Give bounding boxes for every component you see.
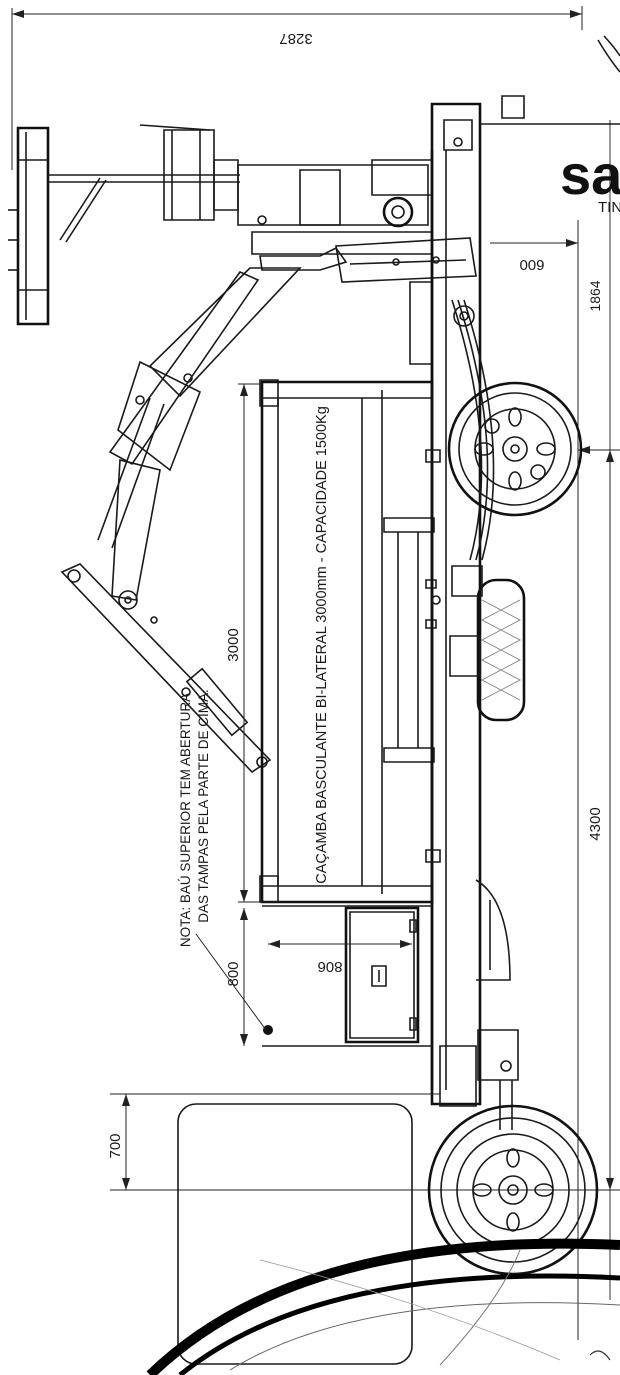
dimension-box-width: 806 bbox=[268, 940, 412, 975]
chassis bbox=[426, 150, 494, 1090]
dimension-mast-offset: 600 bbox=[490, 239, 578, 273]
front-frame: sa TIN bbox=[432, 36, 620, 1104]
brand-tagline: TIN bbox=[598, 199, 620, 216]
tool-box bbox=[262, 906, 432, 1046]
bed-caption: CAÇAMBA BASCULANTE BI-LATERAL 3000mm - C… bbox=[314, 406, 330, 884]
dimension-box-height: 800 bbox=[225, 908, 273, 1046]
dimension-wheelbase: 4300 bbox=[587, 450, 614, 1190]
turret bbox=[238, 160, 432, 254]
cargo-bed: CAÇAMBA BASCULANTE BI-LATERAL 3000mm - C… bbox=[260, 380, 434, 902]
note: NOTA: BAÚ SUPERIOR TEM ABERTURA DAS TAMP… bbox=[178, 689, 266, 1030]
dimension-bed-length-label: 3000 bbox=[225, 628, 242, 661]
dimension-front-section-label: 1864 bbox=[587, 280, 603, 311]
dimension-total-height-label: 3287 bbox=[279, 30, 312, 47]
dimension-box-height-label: 800 bbox=[225, 961, 242, 986]
dimension-wheelbase-label: 4300 bbox=[587, 807, 604, 840]
dimension-box-width-label: 806 bbox=[317, 958, 342, 975]
rear-cab bbox=[178, 880, 518, 1364]
boom-arms bbox=[62, 238, 476, 772]
front-wheel bbox=[449, 383, 581, 515]
rear-wheel bbox=[429, 1106, 597, 1274]
note-line2: DAS TAMPAS PELA PARTE DE CIMA. bbox=[196, 689, 211, 923]
dimension-total-height: 3287 bbox=[12, 6, 582, 170]
brand-logo: sa bbox=[560, 143, 620, 206]
dimension-rear-overhang-label: 700 bbox=[107, 1133, 124, 1158]
dimension-mast-offset-label: 600 bbox=[519, 256, 544, 273]
decorative-swoosh bbox=[150, 1244, 620, 1375]
spare-tire bbox=[432, 566, 524, 720]
aerial-basket bbox=[8, 125, 240, 324]
dimension-front-section: 1864 bbox=[578, 280, 620, 454]
dimension-bed-length: 3000 bbox=[225, 384, 262, 902]
note-line1: NOTA: BAÚ SUPERIOR TEM ABERTURA bbox=[178, 693, 193, 947]
